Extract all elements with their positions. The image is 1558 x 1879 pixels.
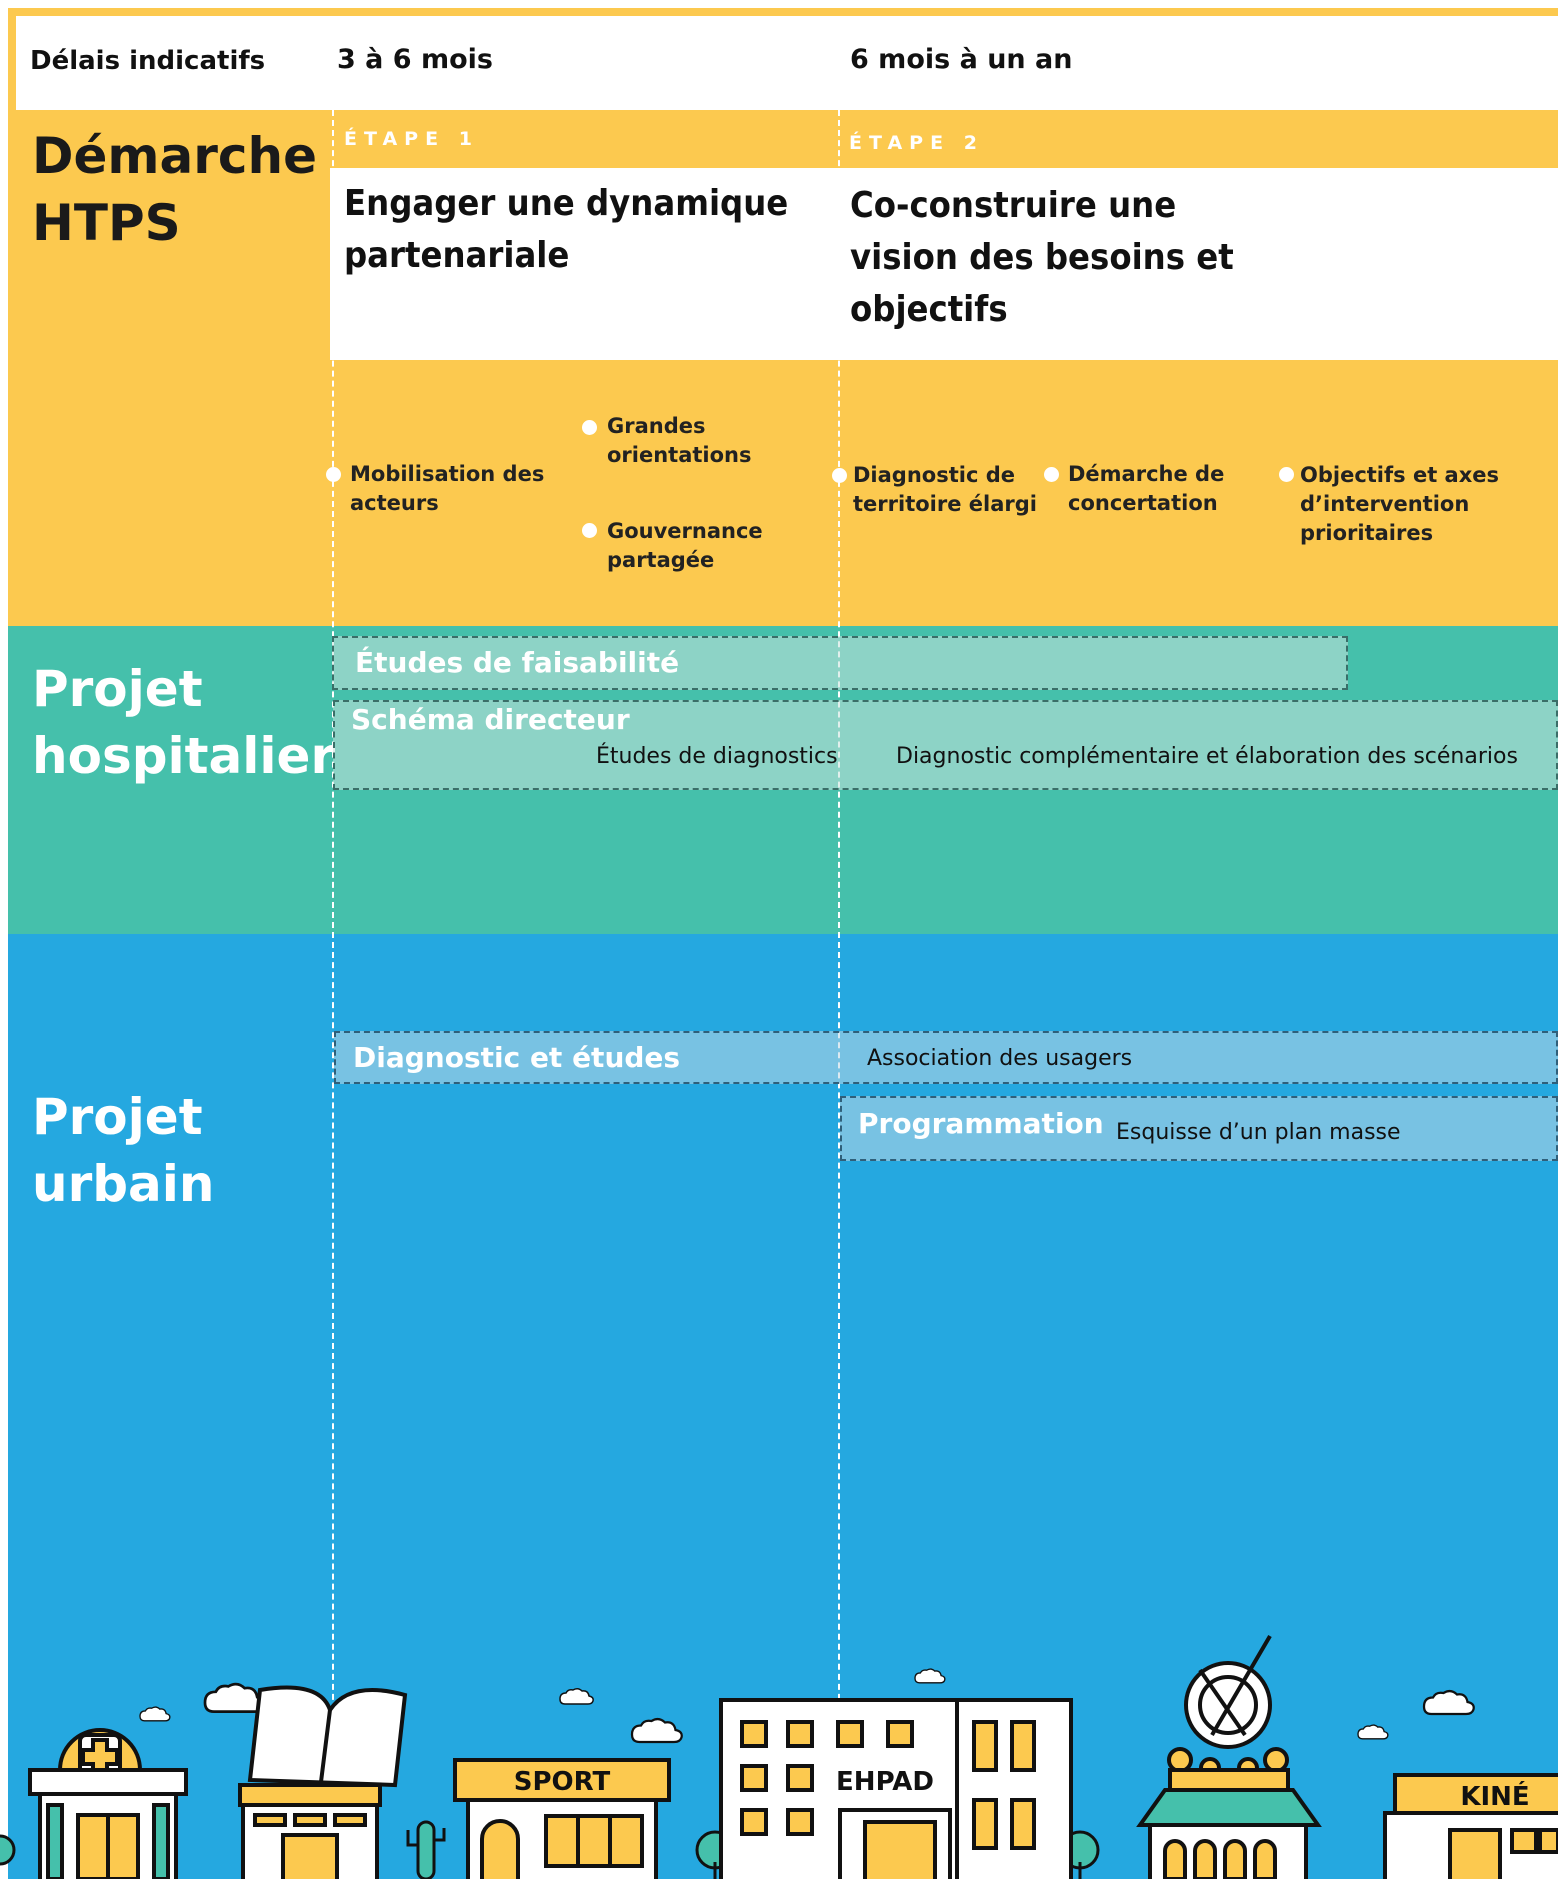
cloud-icon (914, 1668, 946, 1684)
row-title-htps: Démarche HTPS (32, 127, 318, 252)
kine-building-icon: KINÉ (1383, 1773, 1558, 1879)
bullet-mobilisation: Mobilisation des acteurs (350, 462, 545, 515)
bar-diagnostic-etudes-label: Diagnostic et études (353, 1041, 681, 1074)
step-2-label: ÉTAPE 2 (849, 132, 984, 154)
bullet-dot (1279, 467, 1294, 482)
step-1-label: ÉTAPE 1 (344, 128, 479, 150)
bullet-dot (582, 523, 597, 538)
bar-diagnostic-etudes-sub: Association des usagers (867, 1046, 1133, 1071)
bar-schema-directeur-label: Schéma directeur (351, 703, 630, 736)
row-title-hospital: Projet hospitalier (32, 660, 336, 785)
bullet-objectifs: Objectifs et axes d’intervention priorit… (1300, 463, 1500, 545)
city-illustration: SPORT EHPAD (0, 1634, 1558, 1879)
bar-programmation-sub: Esquisse d’un plan masse (1116, 1120, 1401, 1145)
period-2-label: 6 mois à un an (850, 44, 1073, 75)
timeline-header (16, 16, 1558, 110)
ehpad-building-icon: EHPAD (719, 1698, 1073, 1879)
bar-etudes-faisabilite (332, 636, 1348, 690)
cloud-icon (559, 1687, 594, 1705)
cloud-icon (139, 1706, 171, 1722)
restaurant-building-icon (1136, 1634, 1322, 1879)
bar-schema-directeur (333, 700, 1558, 790)
cloud-icon (630, 1717, 683, 1744)
cloud-icon (203, 1682, 267, 1713)
step-2-title: Co-construire une vision des besoins et … (850, 185, 1234, 330)
bar-schema-directeur-sub-1: Études de diagnostics (596, 744, 838, 769)
cloud-icon (1422, 1689, 1475, 1716)
bar-diagnostic-etudes (334, 1031, 1558, 1084)
divider-step-2 (838, 110, 840, 1750)
library-building-icon (238, 1685, 408, 1879)
bar-programmation-label: Programmation (858, 1107, 1104, 1140)
period-1-label: 3 à 6 mois (337, 44, 494, 75)
step-1-title: Engager une dynamique partenariale (344, 183, 789, 276)
tree-icon (0, 1834, 16, 1866)
cactus-icon (406, 1820, 446, 1879)
bar-schema-directeur-sub-2: Diagnostic complémentaire et élaboration… (896, 744, 1518, 769)
cloud-icon (1357, 1724, 1389, 1740)
bullet-dot (326, 467, 341, 482)
bullet-concertation: Démarche de concertation (1068, 462, 1225, 515)
kine-sign: KINÉ (1460, 1780, 1529, 1812)
hospital-building-icon (28, 1728, 188, 1879)
bullet-orientations: Grandes orientations (607, 414, 752, 467)
bullet-dot (1044, 467, 1059, 482)
sport-building-icon: SPORT (453, 1758, 671, 1879)
bar-etudes-faisabilite-label: Études de faisabilité (355, 646, 680, 679)
bar-programmation (840, 1096, 1558, 1161)
header-label: Délais indicatifs (30, 46, 266, 76)
bullet-diagnostic-territoire: Diagnostic de territoire élargi (853, 463, 1037, 516)
ehpad-sign: EHPAD (836, 1767, 934, 1797)
row-title-urban: Projet urbain (32, 1088, 215, 1213)
bullet-dot (582, 420, 597, 435)
sport-sign: SPORT (514, 1767, 611, 1797)
bullet-gouvernance: Gouvernance partagée (607, 519, 763, 572)
bullet-dot (832, 468, 847, 483)
step-title-box (330, 168, 1558, 360)
divider-step-1 (332, 110, 334, 1750)
